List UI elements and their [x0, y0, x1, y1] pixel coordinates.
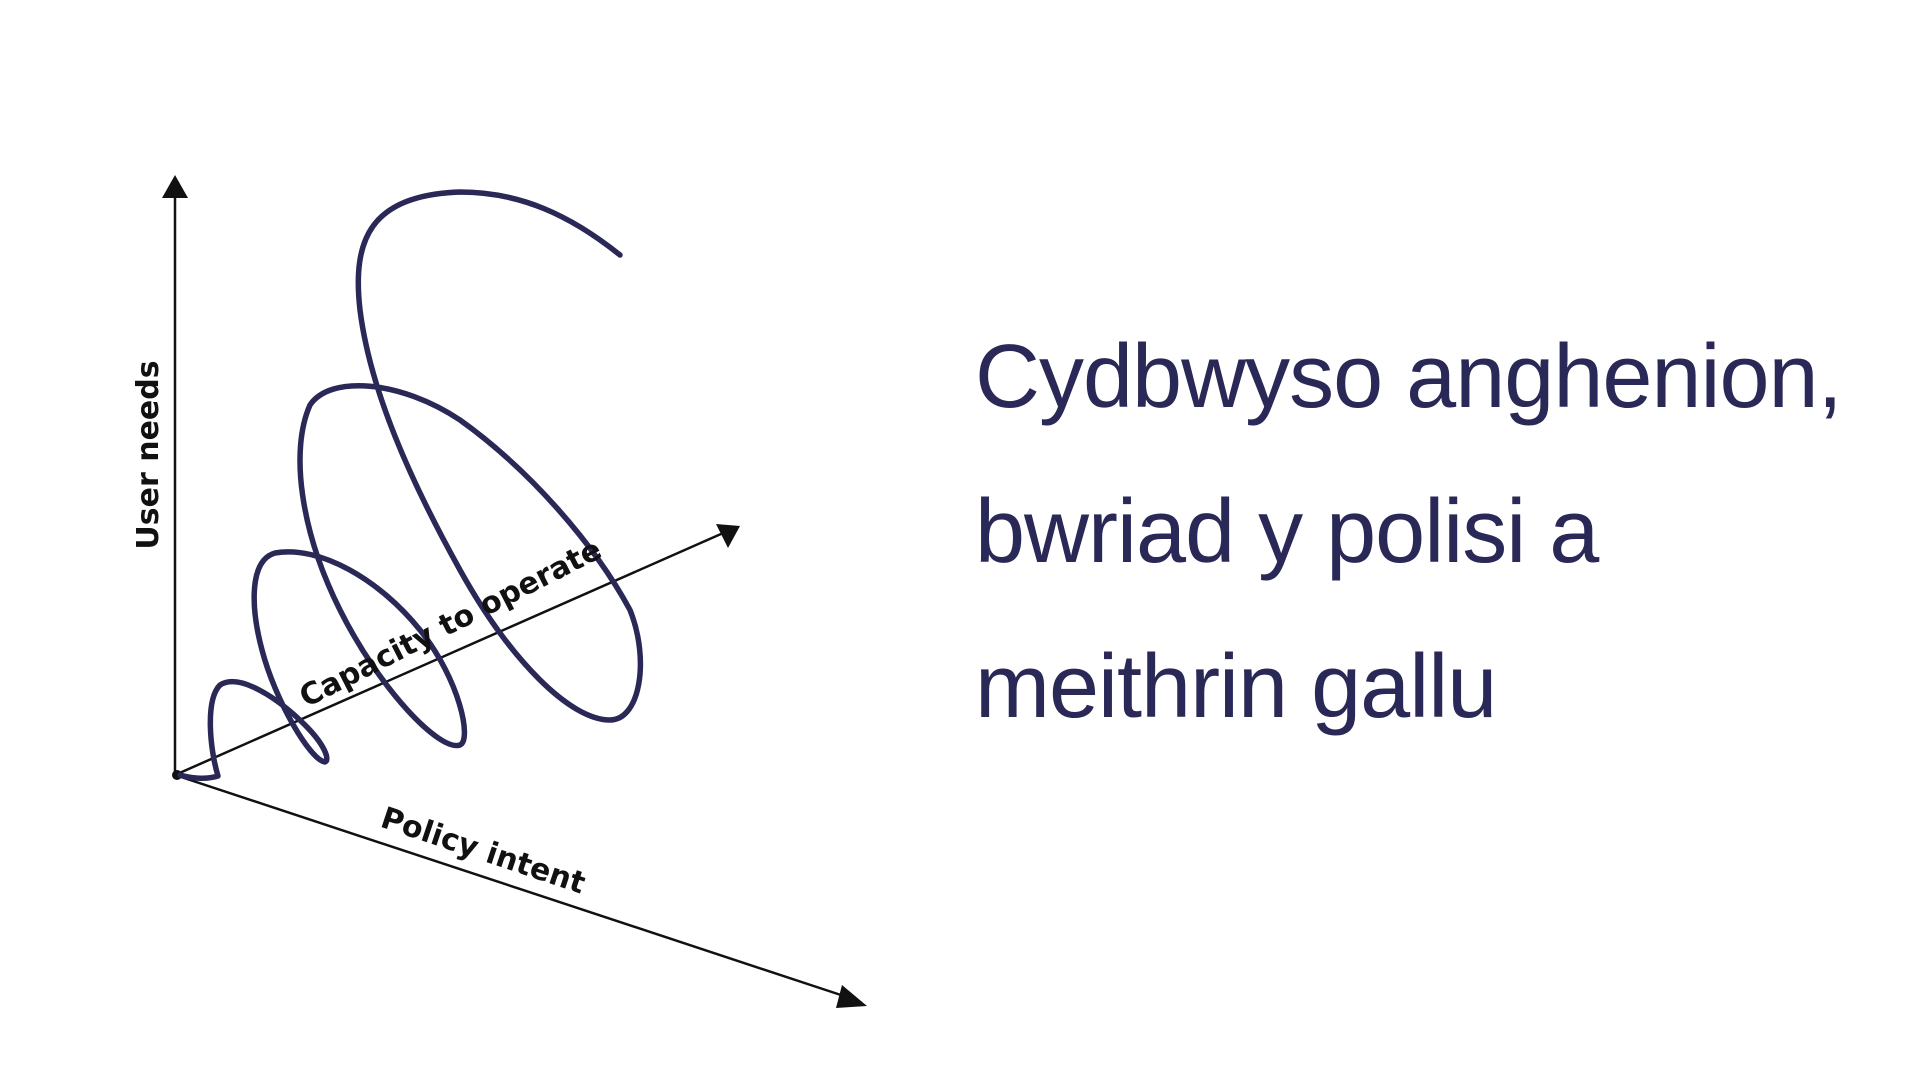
headline-line-2: bwriad y polisi a: [975, 482, 1599, 582]
headline-line-1: Cydbwyso anghenion,: [975, 327, 1843, 427]
headline-line-3: meithrin gallu: [975, 637, 1497, 737]
policy-intent-axis: [174, 773, 851, 1000]
user-needs-label: User needs: [131, 360, 166, 549]
headline: Cydbwyso anghenion, bwriad y polisi a me…: [975, 300, 1875, 765]
user-needs-arrowhead: [162, 175, 188, 198]
capacity-arrowhead: [716, 524, 740, 548]
capacity-to-operate-label: Capacity to operate: [294, 532, 607, 715]
policy-intent-arrowhead: [836, 985, 867, 1008]
growth-spiral: [177, 189, 644, 781]
capacity-axis: [174, 528, 731, 777]
